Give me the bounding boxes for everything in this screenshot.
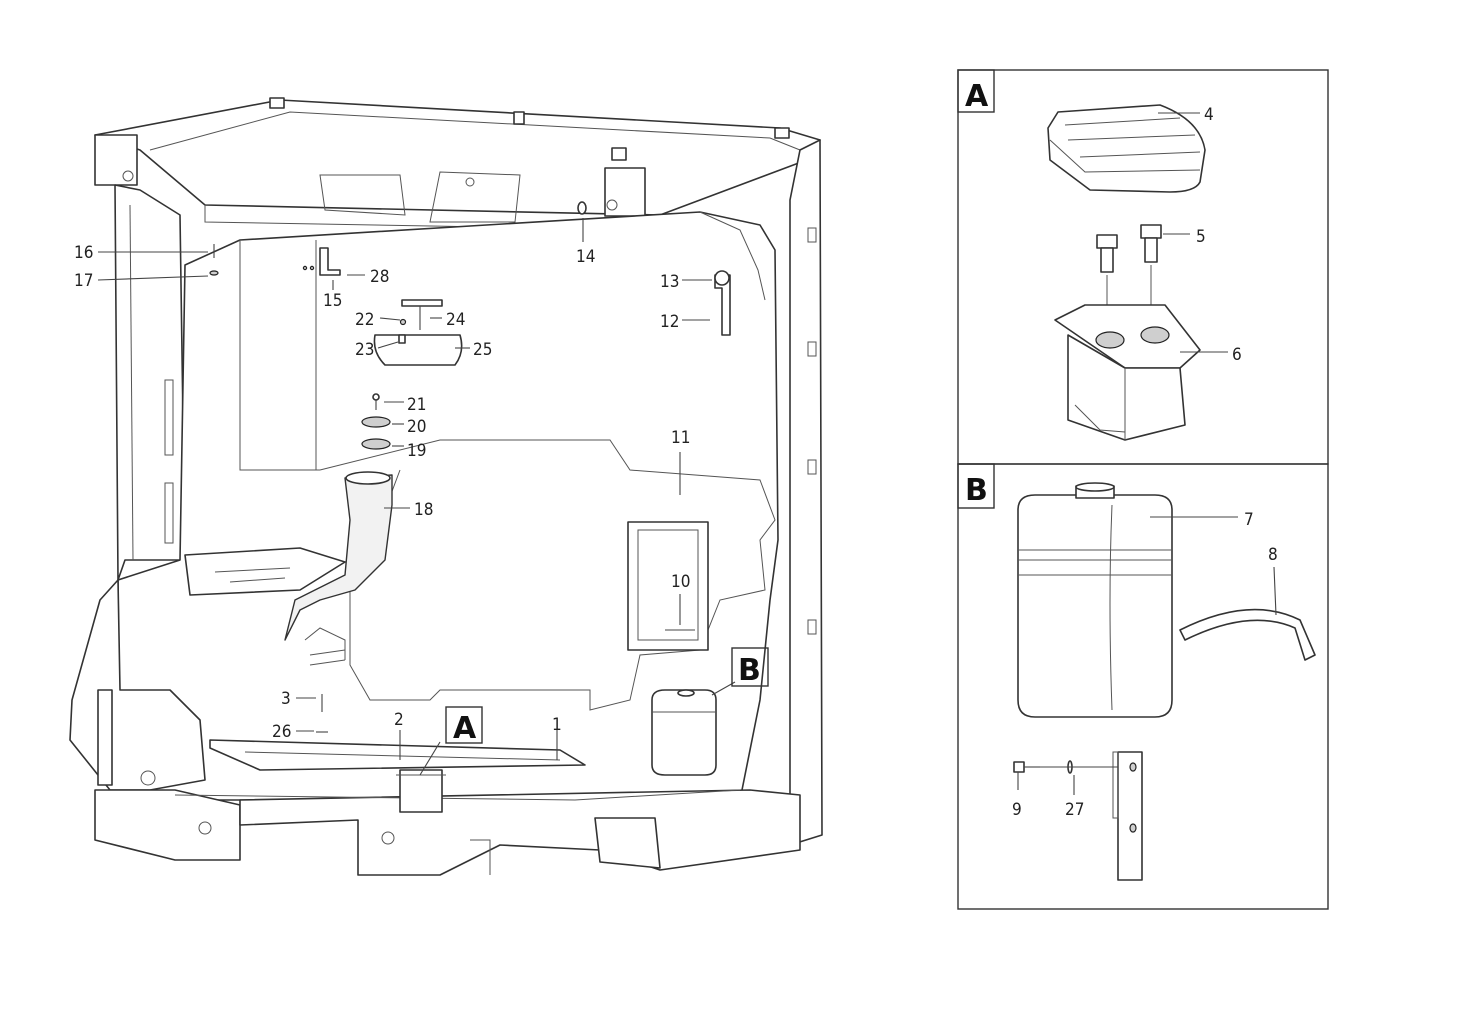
callout-4: 4 — [1204, 105, 1214, 125]
callout-22: 22 — [355, 310, 374, 330]
callout-17: 17 — [74, 271, 93, 291]
detail-b-label: B — [965, 473, 988, 508]
callout-5: 5 — [1196, 227, 1206, 247]
callout-19: 19 — [407, 441, 426, 461]
callout-numbers: 1 2 3 4 5 6 7 8 9 10 11 12 13 14 15 16 1… — [74, 105, 1278, 820]
detail-frames — [957, 69, 1329, 910]
main-b-label: B — [738, 653, 761, 688]
callout-21: 21 — [407, 395, 426, 415]
callout-25: 25 — [473, 340, 492, 360]
callout-11: 11 — [671, 428, 690, 448]
callout-15: 15 — [323, 291, 342, 311]
callout-3: 3 — [281, 689, 291, 709]
callout-8: 8 — [1268, 545, 1278, 565]
callout-12: 12 — [660, 312, 679, 332]
detail-b-parts — [1013, 482, 1316, 881]
main-tag-a — [445, 706, 483, 744]
main-parts — [209, 201, 731, 813]
callout-23: 23 — [355, 340, 374, 360]
callout-18: 18 — [414, 500, 433, 520]
callout-14: 14 — [576, 247, 595, 267]
main-tag-b — [731, 647, 769, 687]
detail-a-parts — [1047, 104, 1228, 441]
callout-27: 27 — [1065, 800, 1084, 820]
main-a-label: A — [453, 711, 477, 746]
callout-10: 10 — [671, 572, 690, 592]
callout-16: 16 — [74, 243, 93, 263]
callout-28: 28 — [370, 267, 389, 287]
callout-24: 24 — [446, 310, 465, 330]
callout-9: 9 — [1012, 800, 1022, 820]
callout-20: 20 — [407, 417, 426, 437]
callout-26: 26 — [272, 722, 291, 742]
detail-a-label: A — [965, 79, 989, 114]
callout-7: 7 — [1244, 510, 1254, 530]
callout-13: 13 — [660, 272, 679, 292]
callout-2: 2 — [394, 710, 404, 730]
leader-lines — [97, 218, 736, 776]
callout-1: 1 — [552, 715, 562, 735]
callout-6: 6 — [1232, 345, 1242, 365]
detail-tag-letters: A B A B — [453, 79, 989, 746]
cab-frame — [69, 97, 823, 876]
